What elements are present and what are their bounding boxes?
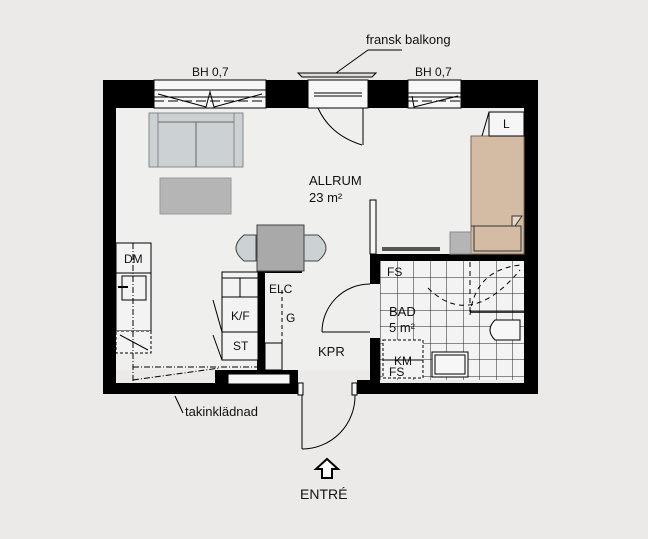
window-left-label: BH 0,7	[192, 65, 229, 79]
wardrobe	[488, 111, 525, 137]
rug	[159, 177, 232, 215]
dining-table	[235, 224, 327, 272]
room-bath-name: BAD	[389, 304, 416, 319]
fs-bottom-label: FS	[389, 365, 405, 379]
electrical-label: ELC	[269, 282, 293, 296]
stove-label: ST	[233, 339, 249, 353]
balcony-label: fransk balkong	[366, 32, 451, 47]
arrow-up-icon	[313, 457, 341, 479]
wardrobe-label: L	[503, 117, 510, 131]
entrance-label: ENTRÉ	[300, 486, 348, 502]
room-main-area: 23 m²	[309, 190, 343, 205]
toilet	[489, 319, 521, 341]
washing-machine	[382, 339, 424, 379]
washer-label: KM	[394, 354, 412, 368]
hall-label: KPR	[318, 344, 345, 359]
window-right-label: BH 0,7	[415, 65, 452, 79]
fridge-freezer-label: K/F	[231, 309, 250, 323]
room-bath-area: 5 m²	[389, 320, 415, 335]
g-label: G	[286, 311, 296, 325]
dishwasher-label: DM	[124, 252, 143, 266]
room-main-name: ALLRUM	[309, 173, 362, 188]
french-balcony-railing	[296, 49, 402, 78]
ceiling-note-label: takinklädnad	[185, 404, 258, 419]
sofa	[148, 112, 244, 168]
kitchen-units	[212, 271, 259, 361]
fs-top-label: FS	[387, 265, 403, 279]
kitchen-counter	[115, 242, 152, 383]
bed	[470, 135, 525, 255]
sink	[431, 351, 469, 378]
